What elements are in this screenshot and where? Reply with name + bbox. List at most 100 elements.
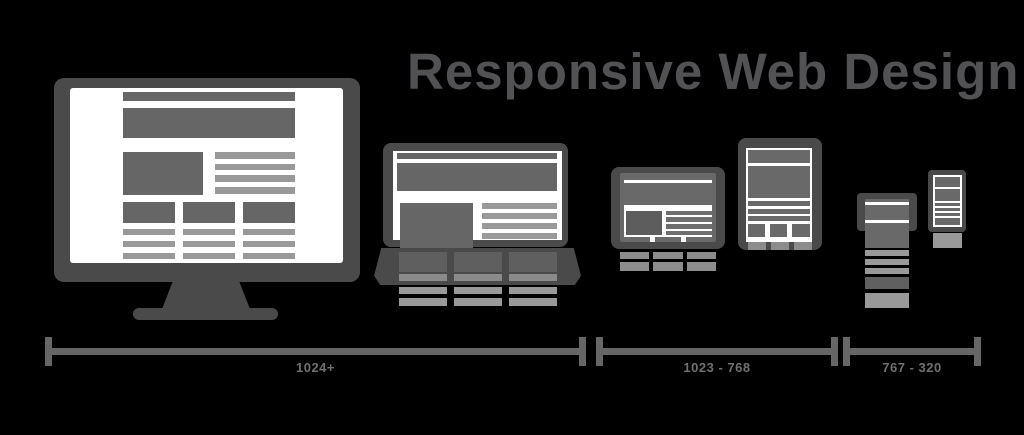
phone-screen	[933, 175, 962, 227]
wireframe-column	[620, 252, 650, 271]
wireframe-image-box	[626, 210, 662, 235]
wireframe-separator	[865, 202, 909, 205]
wireframe-line	[666, 224, 712, 229]
wireframe-box	[865, 293, 909, 308]
wireframe-text-lines	[666, 210, 712, 238]
wireframe-text-lines	[215, 152, 295, 199]
smartphone-landscape-overflow	[865, 231, 909, 308]
breakpoint-bracket-phone: 767 - 320	[843, 337, 981, 379]
wireframe-line	[454, 298, 502, 306]
wireframe-line	[620, 262, 650, 271]
wireframe-line	[686, 262, 716, 271]
wireframe-line	[482, 223, 557, 229]
breakpoint-label: 1024+	[295, 360, 335, 375]
wireframe-box	[865, 277, 909, 289]
wireframe-column-gap	[765, 224, 770, 237]
tablet-portrait-overflow	[748, 242, 812, 250]
desktop-monitor-icon	[54, 78, 360, 282]
wireframe-separator	[748, 206, 810, 209]
wireframe-line	[243, 253, 295, 259]
wireframe-separator	[935, 201, 960, 203]
smartphone-portrait-overflow	[933, 233, 962, 248]
wireframe-line	[666, 230, 712, 236]
wireframe-column	[454, 252, 502, 306]
wireframe-line	[509, 274, 557, 281]
wireframe-image-box	[400, 203, 473, 251]
monitor-stand-neck	[162, 282, 250, 309]
wireframe-line	[399, 298, 447, 306]
wireframe-line	[865, 250, 909, 256]
wireframe-separator	[935, 216, 960, 218]
laptop-overflow-columns	[399, 252, 557, 306]
wireframe-line	[509, 298, 557, 306]
breakpoint-label: 767 - 320	[882, 360, 942, 375]
wireframe-line	[123, 241, 175, 247]
wireframe-stub	[686, 237, 712, 242]
wireframe-separator	[624, 205, 712, 208]
bracket-line	[45, 348, 586, 355]
wireframe-line	[454, 274, 502, 281]
bracket-end-cap	[974, 337, 981, 366]
bracket-end-cap	[579, 337, 586, 366]
wireframe-line	[215, 163, 295, 171]
wireframe-text-lines	[482, 203, 557, 243]
wireframe-box	[399, 252, 447, 272]
wireframe-line	[215, 152, 295, 159]
wireframe-line	[399, 274, 447, 281]
wireframe-stub	[624, 237, 650, 242]
wireframe-image-box	[123, 152, 203, 195]
wireframe-header	[397, 163, 557, 191]
wireframe-line	[243, 229, 295, 235]
tablet-landscape-icon	[611, 167, 725, 249]
tablet-screen	[620, 173, 716, 242]
wireframe-line	[123, 229, 175, 235]
wireframe-line	[183, 253, 235, 259]
wireframe-topbar	[624, 180, 712, 183]
wireframe-box	[123, 202, 175, 223]
wireframe-header	[123, 108, 295, 138]
wireframe-line	[748, 242, 766, 250]
wireframe-line	[653, 252, 683, 259]
wireframe-separator	[935, 187, 960, 189]
tablet-portrait-icon	[738, 138, 822, 250]
wireframe-box	[454, 252, 502, 272]
wireframe-topbar	[397, 153, 557, 159]
page-title: Responsive Web Design	[407, 43, 1020, 100]
wireframe-box	[865, 231, 909, 248]
breakpoint-bracket-tablet: 1023 - 768	[596, 337, 838, 379]
tablet-screen	[746, 148, 812, 242]
wireframe-line	[509, 287, 557, 294]
wireframe-separator	[748, 237, 810, 241]
wireframe-column	[243, 202, 295, 259]
smartphone-portrait-icon	[928, 170, 966, 232]
bracket-line	[843, 348, 981, 355]
wireframe-separator	[748, 163, 810, 166]
bracket-end-cap	[831, 337, 838, 366]
wireframe-column	[686, 252, 716, 271]
wireframe-column	[509, 252, 557, 306]
wireframe-separator	[865, 220, 909, 223]
wireframe-box	[509, 252, 557, 272]
wireframe-line	[482, 233, 557, 239]
wireframe-line	[653, 262, 683, 271]
wireframe-box	[243, 202, 295, 223]
wireframe-line	[215, 187, 295, 194]
wireframe-line	[666, 217, 712, 222]
wireframe-columns	[123, 202, 295, 259]
breakpoint-label: 1023 - 768	[683, 360, 751, 375]
wireframe-line	[620, 252, 650, 259]
wireframe-line	[399, 287, 447, 294]
wireframe-line	[454, 287, 502, 294]
tablet-overflow-columns	[620, 252, 716, 271]
wireframe-box	[183, 202, 235, 223]
wireframe-line	[243, 241, 295, 247]
wireframe-separator	[935, 206, 960, 208]
wireframe-line	[183, 241, 235, 247]
wireframe-line	[215, 175, 295, 182]
wireframe-separator	[935, 211, 960, 213]
wireframe-column	[653, 252, 683, 271]
bracket-line	[596, 348, 838, 355]
wireframe-stub	[655, 237, 681, 242]
wireframe-line	[794, 242, 812, 250]
